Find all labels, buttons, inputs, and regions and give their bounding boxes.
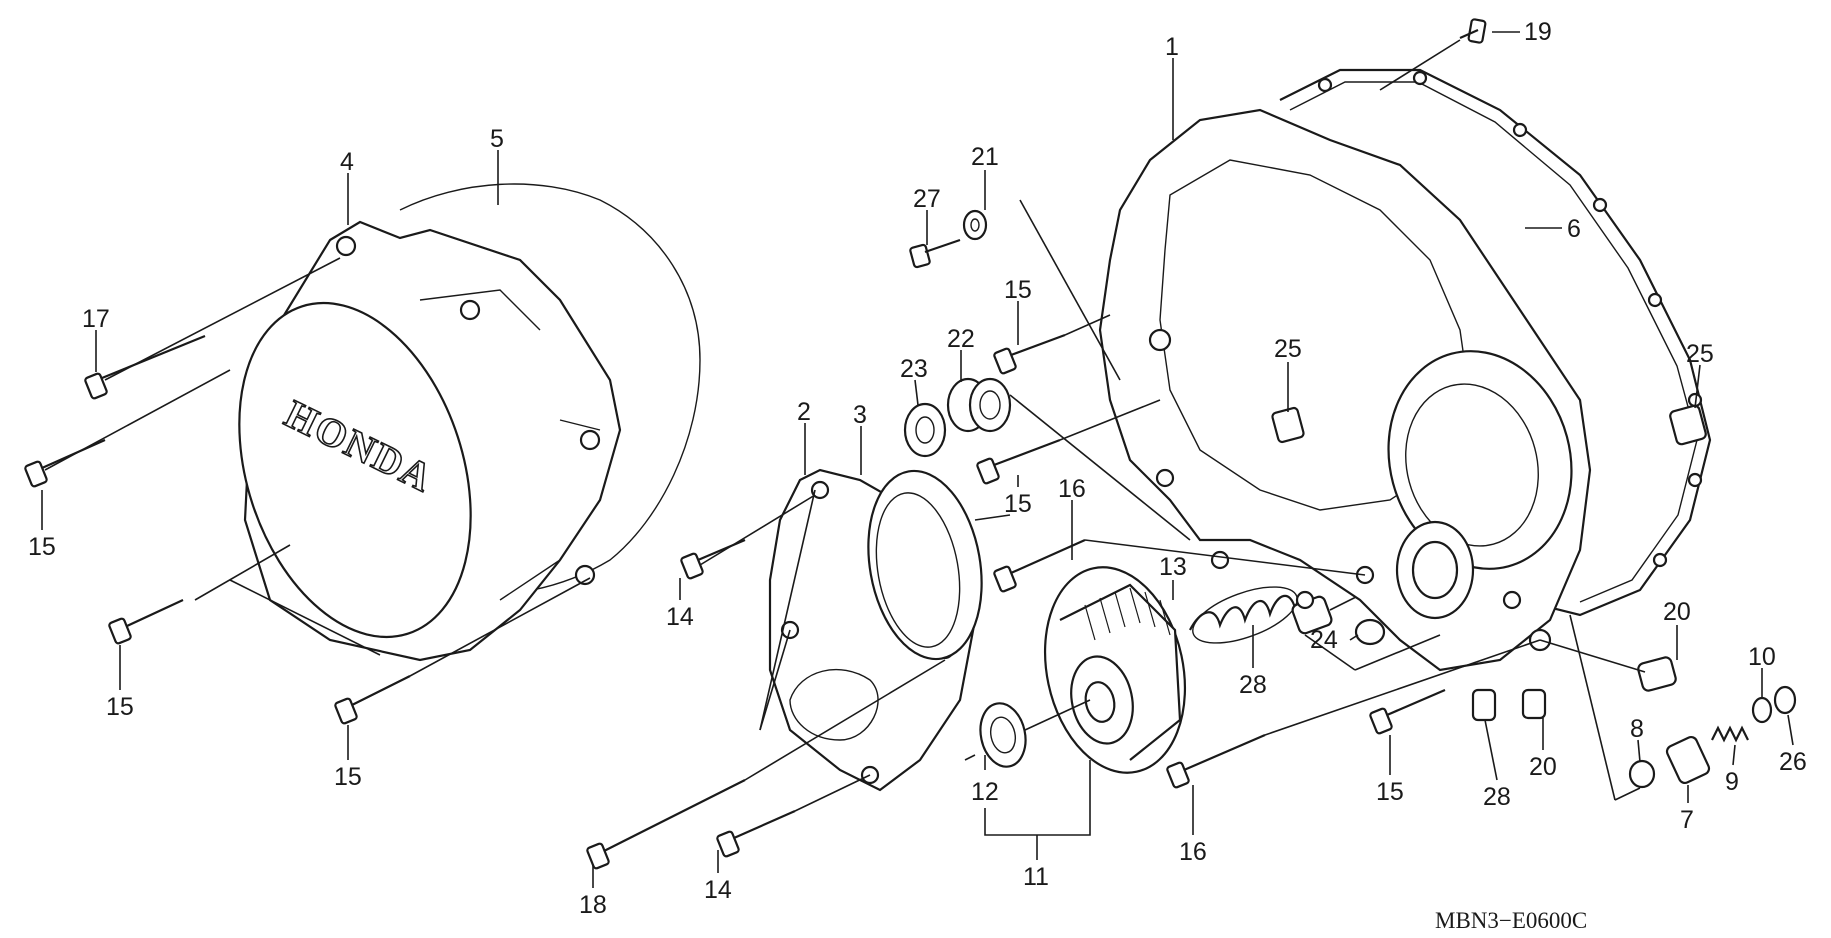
spring-9 [1711, 725, 1749, 743]
callout-20-a: 20 [1663, 598, 1691, 626]
callout-21: 21 [971, 143, 999, 171]
callout-14-a: 14 [666, 603, 694, 631]
callout-22: 22 [947, 325, 975, 353]
callout-15-c: 15 [334, 763, 362, 791]
callout-28-b: 28 [1483, 783, 1511, 811]
callout-9: 9 [1725, 768, 1739, 796]
spring-13 [1189, 586, 1298, 644]
callout-18: 18 [579, 891, 607, 919]
callout-4: 4 [340, 148, 354, 176]
crankcase-cover [1098, 108, 1592, 672]
bolt-15-a [24, 438, 106, 488]
generator-cover: HONDA [238, 220, 622, 662]
callout-26: 26 [1779, 748, 1807, 776]
callout-15-d: 15 [1004, 276, 1032, 304]
plug-20-b [1521, 688, 1547, 720]
bolt-17 [84, 334, 206, 400]
callout-8: 8 [1630, 715, 1644, 743]
callout-1: 1 [1165, 33, 1179, 61]
callout-2: 2 [797, 398, 811, 426]
callout-11: 11 [1023, 863, 1049, 891]
bolt-15-c [334, 675, 411, 725]
callout-13: 13 [1159, 553, 1187, 581]
callout-27: 27 [913, 185, 941, 213]
bolt-14-b [716, 809, 796, 858]
callout-24: 24 [1310, 626, 1338, 654]
callout-17: 17 [82, 305, 110, 333]
callout-28-a: 28 [1239, 671, 1267, 699]
callout-16-a: 16 [1058, 475, 1086, 503]
oil-filter [1043, 566, 1187, 774]
bolt-15-b [108, 599, 184, 645]
callout-15-f: 15 [1376, 778, 1404, 806]
washer-21 [962, 209, 988, 241]
bolt-14-a [680, 538, 746, 580]
callout-15-e: 15 [1004, 490, 1032, 518]
callout-3: 3 [853, 401, 867, 429]
callout-15-b: 15 [106, 693, 134, 721]
diagram-code: MBN3−E0600C [1435, 908, 1587, 933]
pump-gasket [867, 469, 983, 661]
callout-23: 23 [900, 355, 928, 383]
callout-19: 19 [1524, 18, 1552, 46]
bolt-15-d [993, 333, 1066, 375]
callout-7: 7 [1680, 806, 1694, 834]
sleeve-7 [1665, 735, 1711, 785]
o-ring-12 [979, 702, 1027, 768]
nut-26 [1773, 685, 1797, 715]
bearing-22 [946, 377, 1012, 433]
callout-12: 12 [971, 778, 999, 806]
callout-14-b: 14 [704, 876, 732, 904]
dowel-25-a [1271, 406, 1305, 444]
plug-28-b [1471, 688, 1497, 722]
bolt-15-f [1369, 688, 1446, 735]
callout-15-a: 15 [28, 533, 56, 561]
callout-5: 5 [490, 125, 504, 153]
callout-16-b: 16 [1179, 838, 1207, 866]
bolt-27 [909, 238, 961, 269]
callout-20-b: 20 [1529, 753, 1557, 781]
callout-25-b: 25 [1686, 340, 1714, 368]
callout-6: 6 [1567, 215, 1581, 243]
bolt-16-b [1166, 733, 1266, 789]
callout-25-a: 25 [1274, 335, 1302, 363]
seal-23 [903, 402, 947, 458]
callout-10: 10 [1748, 643, 1776, 671]
washer-8 [1628, 759, 1656, 789]
plug-24 [1354, 618, 1386, 646]
bolt-18 [586, 779, 746, 870]
washer-10 [1751, 696, 1773, 724]
bolt-19 [1459, 18, 1487, 44]
plug-20-a [1637, 656, 1677, 692]
bolt-15-e [976, 438, 1061, 485]
dowel-25-b [1669, 404, 1707, 446]
